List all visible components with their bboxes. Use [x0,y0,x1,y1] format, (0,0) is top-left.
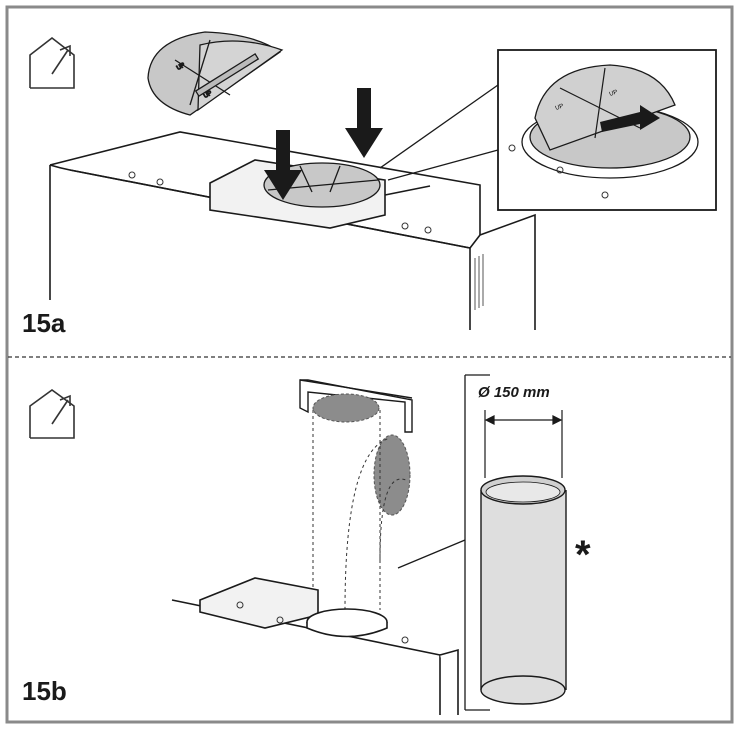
svg-text:UP: UP [203,90,213,99]
step-label-15a: 15a [22,308,66,338]
duct-guides [312,410,407,611]
screws-lower [236,601,409,644]
insert-arrow-left [264,130,302,200]
insert-arrow-right [345,88,383,158]
svg-text:UP: UP [555,103,565,111]
wall-hole [373,434,411,516]
pipe-callout [397,374,490,711]
wall-bracket [299,379,413,433]
zoom-callout-lines [379,84,499,181]
zoom-detail-box: UP UP [497,49,717,211]
svg-text:UP: UP [609,89,619,97]
diameter-dimension [484,410,563,478]
svg-text:UP: UP [176,62,186,71]
step-label-15b: 15b [22,676,67,706]
vent-slots [474,254,484,310]
hood-body-lower [171,577,459,715]
outer-frame [5,5,734,724]
loose-filter: UP UP [147,31,284,116]
optional-part-mark: * [575,533,591,577]
pipe-diameter-label: Ø 150 mm [478,384,550,401]
hood-body [49,131,536,330]
ceiling-hole [312,393,380,423]
house-exhaust-icon [29,36,75,89]
house-exhaust-icon [29,389,75,439]
duct-pipe [480,475,567,705]
screws [128,171,432,234]
